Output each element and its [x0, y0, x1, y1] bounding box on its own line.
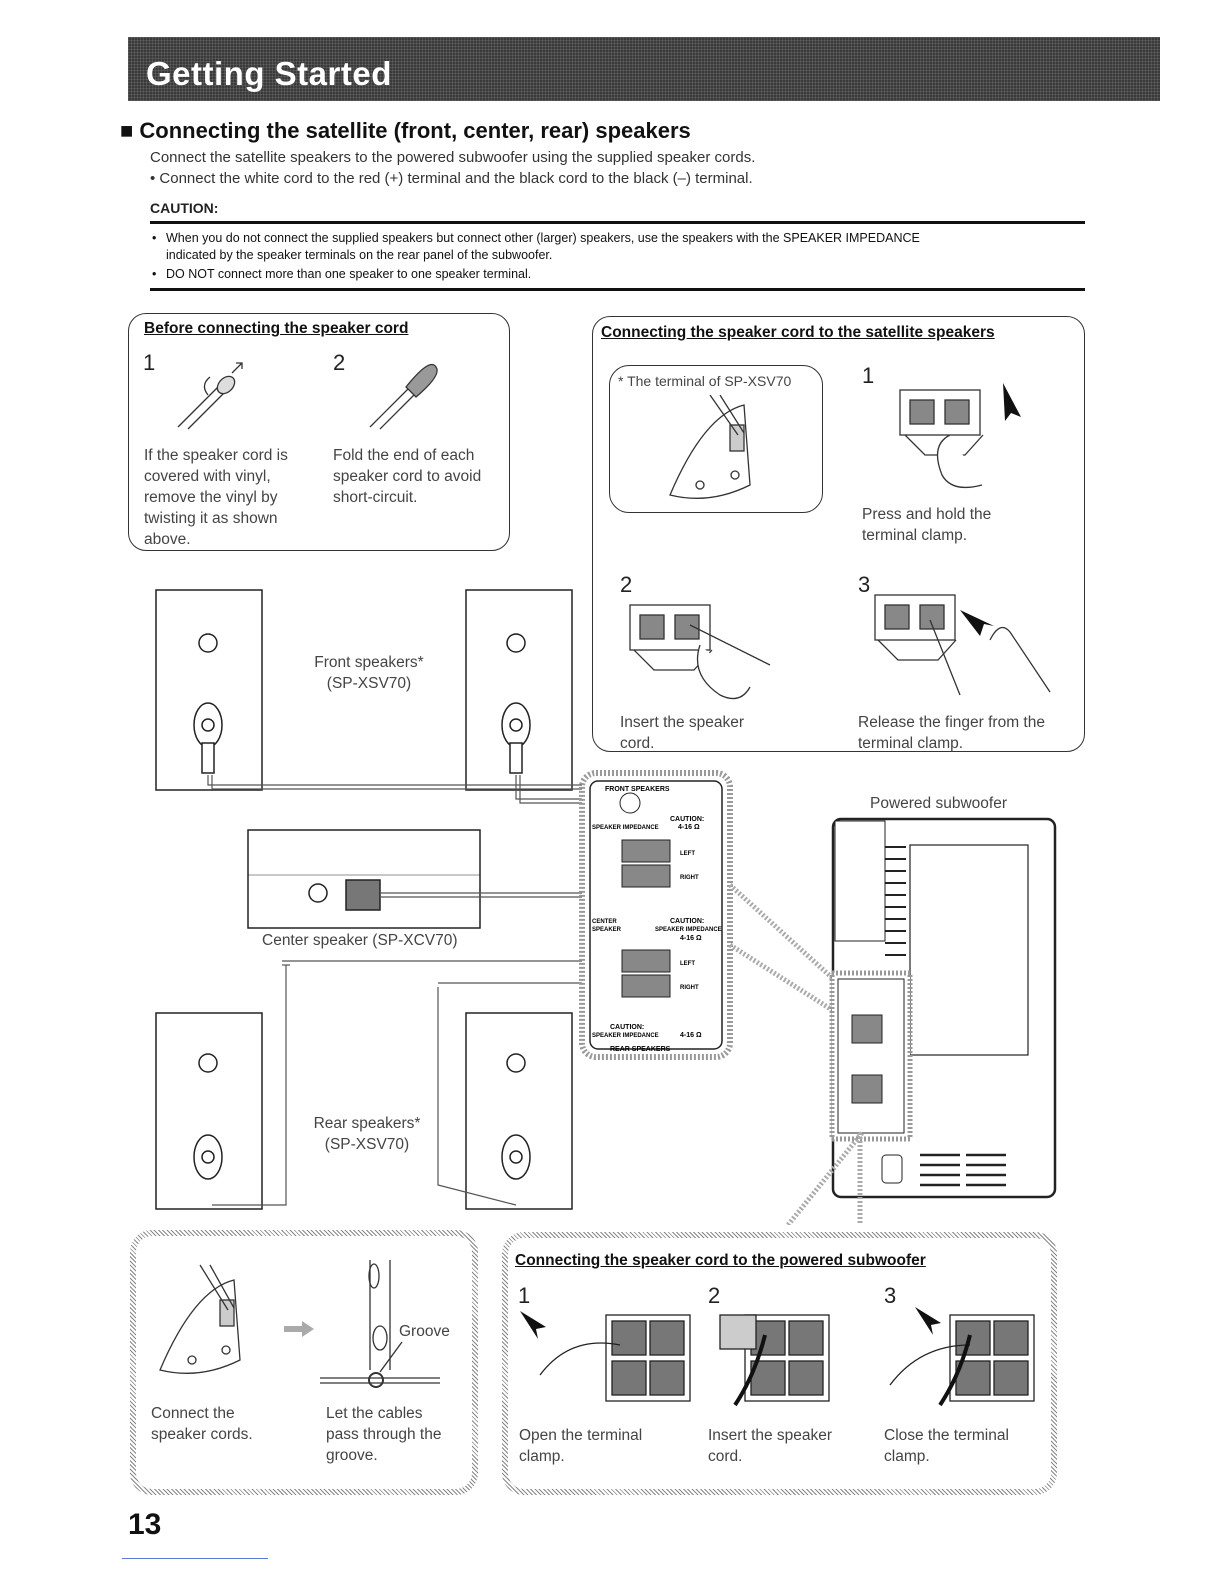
subwoofer-clamp-illustrations [520, 1307, 1035, 1407]
fold-cord-icon [369, 363, 438, 430]
footer-rule [122, 1558, 268, 1559]
rear-left-speaker [155, 1012, 263, 1210]
groove-box [130, 1230, 478, 1495]
panel-impedance-1: SPEAKER IMPEDANCE [592, 825, 659, 831]
arrow-icon [284, 1321, 314, 1337]
panel-imp-val-1: 4-16 Ω [678, 824, 700, 831]
zoom-lines [728, 883, 842, 1018]
center-speaker-label: Center speaker (SP-XCV70) [262, 932, 458, 949]
panel-impedance-2: SPEAKER IMPEDANCE [655, 927, 722, 933]
arrow-icon [1003, 383, 1021, 421]
subwoofer-box-title: Connecting the speaker cord to the power… [515, 1252, 926, 1269]
caution-rule-top [150, 221, 1085, 224]
terminal-closeup-illustration [669, 395, 751, 499]
header-banner [128, 37, 1160, 101]
panel-right-2: RIGHT [680, 985, 699, 991]
banner-title: Getting Started [146, 55, 392, 92]
sub-step1-num: 1 [518, 1283, 531, 1308]
caution-rule-bottom [150, 288, 1085, 291]
front-speakers-label: Front speakers*(SP-XSV70) [314, 654, 424, 692]
before-step1-num: 1 [143, 350, 156, 375]
arrow-icon [960, 610, 994, 636]
panel-caution-3: CAUTION: [610, 1024, 644, 1031]
panel-right-1: RIGHT [680, 875, 699, 881]
panel-caution-1: CAUTION: [670, 816, 704, 823]
rear-speakers-label: Rear speakers*(SP-XSV70) [313, 1115, 421, 1153]
before-step2-num: 2 [333, 350, 346, 375]
sat-step2-num: 2 [620, 572, 633, 597]
satellite-box-title: Connecting the speaker cord to the satel… [601, 324, 995, 341]
twist-cord-icon [177, 362, 243, 430]
page-number: 13 [128, 1508, 162, 1541]
panel-imp-val-3: 4-16 Ω [680, 1032, 702, 1039]
intro-bullet: • Connect the white cord to the red (+) … [150, 170, 753, 187]
terminal-note: * The terminal of SP-XSV70 [618, 373, 792, 389]
before-connecting-box [128, 313, 510, 551]
release-clamp-illustration [874, 594, 1051, 696]
cord-strip-illustration [177, 362, 438, 430]
caution-item-1: When you do not connect the supplied spe… [166, 231, 920, 245]
center-speaker [247, 829, 481, 929]
insert-cord-illustration [629, 604, 771, 700]
press-clamp-illustration [899, 383, 1021, 489]
intro-text: Connect the satellite speakers to the po… [150, 149, 756, 166]
panel-imp-val-2: 4-16 Ω [680, 935, 702, 942]
terminal-panel [579, 770, 733, 1060]
rear-right-speaker [465, 1012, 573, 1210]
sat-step1-num: 1 [862, 363, 875, 388]
panel-front-label: FRONT SPEAKERS [605, 786, 670, 793]
groove-label: Groove [399, 1323, 450, 1340]
sat-step3-num: 3 [858, 572, 871, 597]
sub-step3-num: 3 [884, 1283, 897, 1308]
wiring-diagram: FRONT SPEAKERS CAUTION: SPEAKER IMPEDANC… [155, 589, 1057, 1225]
caution-item-1b: indicated by the speaker terminals on th… [166, 248, 553, 262]
caution-item-2: DO NOT connect more than one speaker to … [166, 267, 532, 281]
groove-illustration [159, 1260, 440, 1388]
panel-center-2: SPEAKER [592, 927, 622, 933]
caution-bullet-2: • [152, 267, 157, 281]
satellite-connecting-box [592, 316, 1085, 752]
sub-step2-num: 2 [708, 1283, 721, 1308]
panel-left-2: LEFT [680, 961, 695, 967]
before-box-title: Before connecting the speaker cord [144, 320, 409, 337]
subwoofer-label: Powered subwoofer [870, 795, 1007, 812]
section-title: ■ Connecting the satellite (front, cente… [120, 118, 691, 143]
panel-impedance-3: SPEAKER IMPEDANCE [592, 1033, 659, 1039]
arrow-icon [520, 1307, 941, 1339]
panel-center-1: CENTER [592, 919, 617, 925]
terminal-note-box [609, 365, 823, 513]
caution-heading: CAUTION: [150, 200, 219, 216]
powered-subwoofer [829, 817, 1057, 1199]
panel-rear-label: REAR SPEAKERS [610, 1046, 671, 1053]
panel-left-1: LEFT [680, 851, 695, 857]
panel-caution-2: CAUTION: [670, 918, 704, 925]
caution-bullet-1: • [152, 231, 157, 245]
